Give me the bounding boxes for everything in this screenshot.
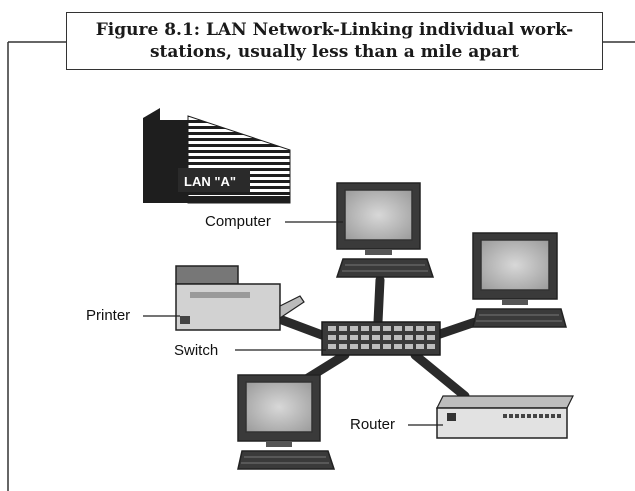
cable-bottom-computer [303, 350, 350, 383]
label-printer-text: Printer [86, 307, 130, 324]
figure-caption: Figure 8.1: LAN Network-Linking individu… [66, 12, 603, 70]
label-switch: Switch [174, 342, 326, 359]
cable-top-computer [373, 275, 385, 327]
switch-ports [328, 326, 435, 349]
cable-router [410, 350, 470, 401]
label-computer-text: Computer [205, 213, 271, 230]
caption-line-2: stations, usually less than a mile apart [149, 42, 519, 62]
label-switch-text: Switch [174, 342, 218, 359]
caption-line-1: Figure 8.1: LAN Network-Linking individu… [95, 20, 574, 40]
label-printer: Printer [86, 307, 180, 324]
label-router: Router [350, 416, 443, 433]
desktop-computer-icon [472, 232, 567, 328]
label-router-text: Router [350, 416, 395, 433]
router-icon [436, 395, 574, 439]
router-leds [503, 414, 561, 418]
printer-icon [175, 265, 305, 331]
desktop-computer-icon [237, 374, 336, 470]
building-label: LAN "A" [184, 174, 236, 189]
figure-caption-text: Figure 8.1: LAN Network-Linking individu… [96, 19, 574, 63]
label-computer: Computer [205, 213, 343, 230]
network-switch-icon [321, 321, 441, 356]
desktop-computer-icon [335, 182, 435, 278]
office-building-icon: LAN "A" [143, 108, 291, 204]
